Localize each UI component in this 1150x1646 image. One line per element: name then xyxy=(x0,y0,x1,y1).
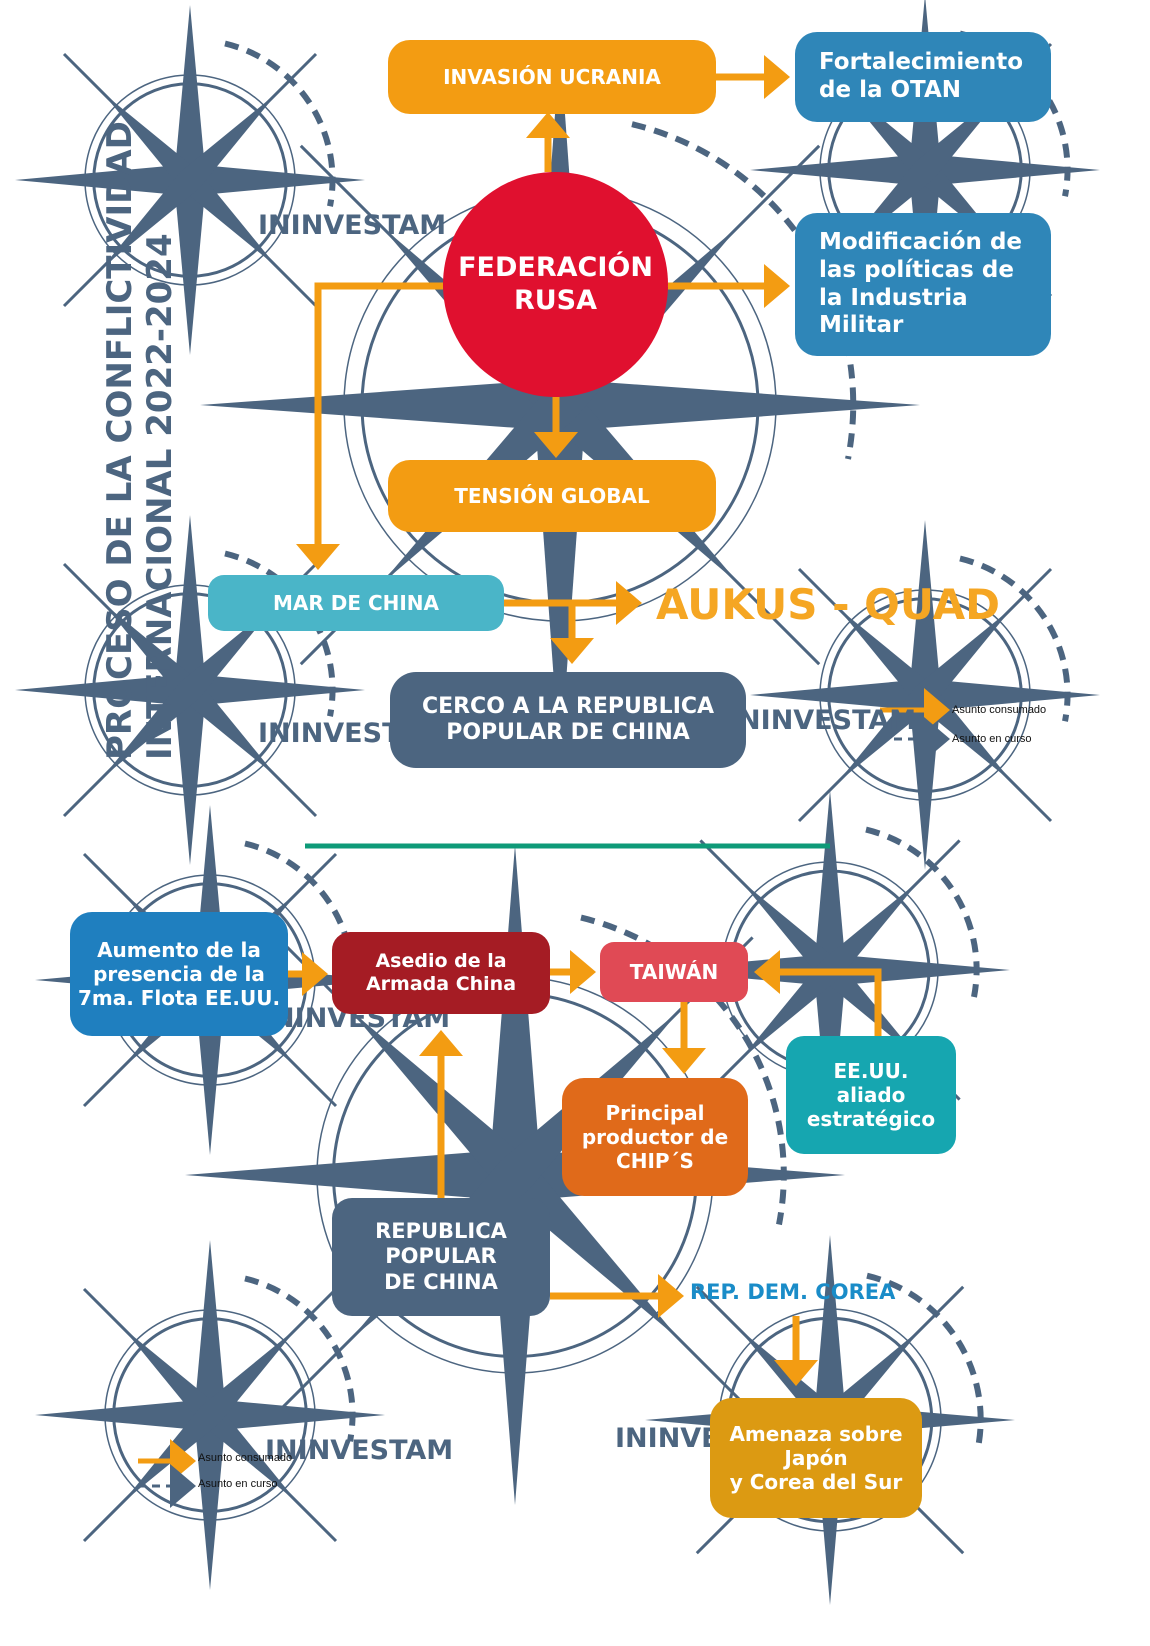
arrowhead-down xyxy=(534,432,578,458)
arrowhead-right xyxy=(764,55,790,99)
arrowhead-right xyxy=(616,581,642,625)
arrowhead-right xyxy=(658,1274,684,1318)
node-septima-flota: Aumento de la presencia de la 7ma. Flota… xyxy=(70,912,288,1036)
legend-consumed-text: Asunto consumado xyxy=(952,704,1047,716)
arrowhead-left xyxy=(754,950,780,994)
node-invasion-ucrania: INVASIÓN UCRANIA xyxy=(388,40,716,114)
node-fortalecimiento-otan: Fortalecimiento de la OTAN xyxy=(795,32,1051,122)
arrow-rusia-mar-china xyxy=(314,282,443,548)
node-tension-global: TENSIÓN GLOBAL xyxy=(388,460,716,532)
node-productor-chips: Principal productor de CHIP´S xyxy=(562,1078,748,1196)
title-line-2: INTERNACIONAL 2022-2024 xyxy=(140,233,180,760)
legend-ongoing-text: Asunto en curso xyxy=(952,733,1032,745)
legend-ongoing-text: Asunto en curso xyxy=(198,1478,278,1490)
arrowhead-up xyxy=(526,112,570,138)
compass-rose-icon xyxy=(15,5,365,355)
label-aukus-quad: AUKUS - QUAD xyxy=(656,580,1001,629)
arrow-eeuu-taiwan xyxy=(776,968,882,1036)
arrowhead-up xyxy=(419,1030,463,1056)
watermark: ININVESTAM xyxy=(265,1435,454,1466)
legend-ongoing-arrowhead xyxy=(170,1464,196,1508)
node-mar-de-china: MAR DE CHINA xyxy=(208,575,504,631)
node-taiwan: TAIWÁN xyxy=(600,942,748,1002)
node-amenaza-japon-corea: Amenaza sobre Japón y Corea del Sur xyxy=(710,1398,922,1518)
arrowhead-down xyxy=(774,1360,818,1386)
arrowhead-right xyxy=(764,264,790,308)
label-rep-dem-corea: REP. DEM. COREA xyxy=(690,1280,896,1304)
arrowhead-right xyxy=(302,952,328,996)
arrowhead-right xyxy=(570,950,596,994)
arrowhead-down xyxy=(296,544,340,570)
node-industria-militar: Modificación de las políticas de la Indu… xyxy=(795,213,1051,356)
legend-consumed-text: Asunto consumado xyxy=(198,1452,293,1464)
node-federacion-rusa: FEDERACIÓN RUSA xyxy=(443,172,668,397)
watermark: ININVESTAM xyxy=(728,705,917,736)
title-line-1: PROCESO DE LA CONFLICTIVIDAD xyxy=(100,121,140,760)
legend-consumed-arrowhead xyxy=(924,688,950,732)
arrowhead-down xyxy=(662,1048,706,1074)
node-cerco-china: CERCO A LA REPUBLICA POPULAR DE CHINA xyxy=(390,672,746,768)
compass-rose-icon xyxy=(15,515,365,865)
node-republica-popular-china: REPUBLICA POPULAR DE CHINA xyxy=(332,1198,550,1316)
legend-ongoing-arrowhead xyxy=(924,717,950,761)
node-asedio-armada-china: Asedio de la Armada China xyxy=(332,932,550,1014)
watermark: ININVESTAM xyxy=(258,210,447,241)
arrowhead-down xyxy=(550,638,594,664)
node-eeuu-aliado: EE.UU. aliado estratégico xyxy=(786,1036,956,1154)
